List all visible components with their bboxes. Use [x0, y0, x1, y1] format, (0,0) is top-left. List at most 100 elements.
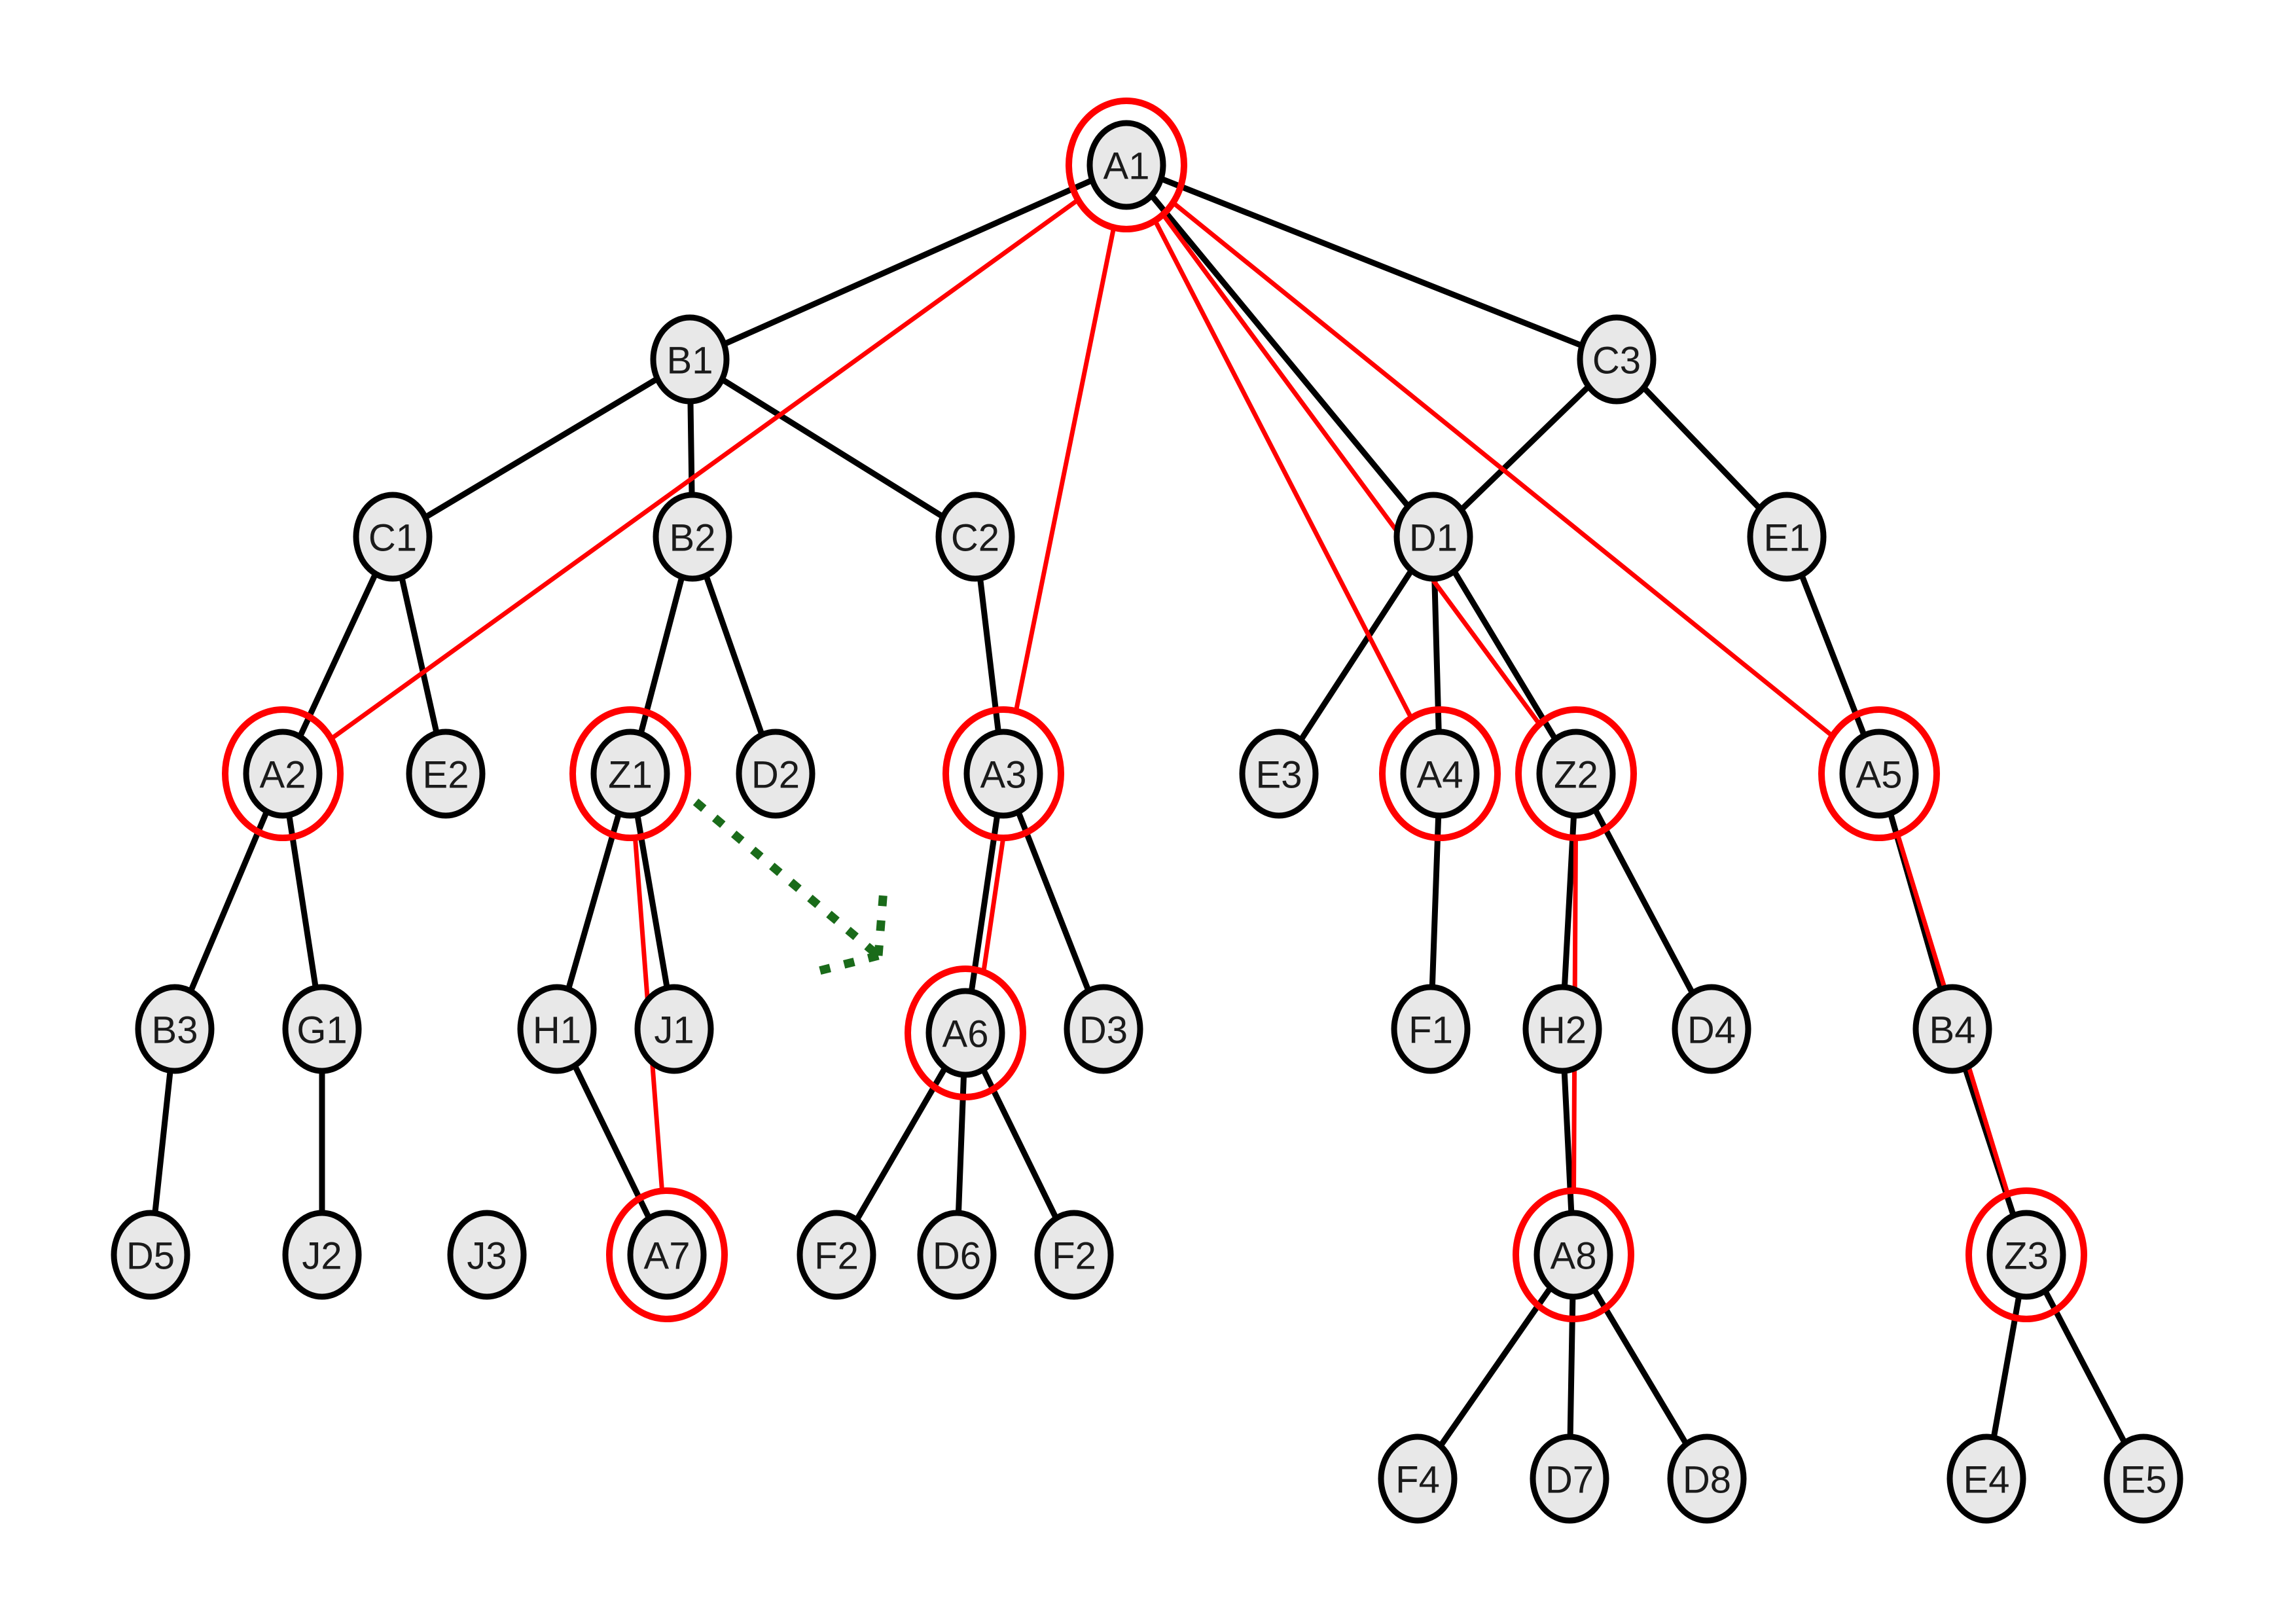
node-b2[interactable]: B2	[653, 492, 732, 582]
edge-c3-d1	[1458, 383, 1592, 513]
node-shape-a7[interactable]	[627, 1210, 707, 1300]
node-d3[interactable]: D3	[1064, 984, 1143, 1074]
node-z3[interactable]: Z3	[1986, 1210, 2066, 1300]
node-j1[interactable]: J1	[634, 984, 714, 1074]
node-a6[interactable]: A6	[925, 988, 1005, 1078]
edge-a1-b1	[721, 177, 1096, 348]
node-shape-b1[interactable]	[650, 314, 730, 405]
node-f4[interactable]: F4	[1378, 1434, 1458, 1524]
node-shape-c3[interactable]	[1577, 314, 1657, 405]
edge-a1-d1	[1148, 192, 1412, 509]
edge-a6-f2b	[980, 1066, 1060, 1221]
edge-z2-d4	[1592, 806, 1696, 996]
edge-c1-a2	[296, 571, 379, 740]
node-h1[interactable]: H1	[517, 984, 597, 1074]
node-f1[interactable]: F1	[1391, 984, 1471, 1074]
node-j2[interactable]: J2	[282, 1210, 362, 1300]
node-shape-b4[interactable]	[1912, 984, 1992, 1074]
node-a8[interactable]: A8	[1534, 1210, 1613, 1300]
node-f2b[interactable]: F2	[1034, 1210, 1114, 1300]
node-shape-d8[interactable]	[1667, 1434, 1747, 1524]
node-a4[interactable]: A4	[1400, 729, 1480, 819]
node-g1[interactable]: G1	[282, 984, 362, 1074]
node-a3[interactable]: A3	[963, 729, 1043, 819]
node-e3[interactable]: E3	[1239, 729, 1319, 819]
node-shape-a1[interactable]	[1086, 120, 1166, 210]
node-shape-b2[interactable]	[653, 492, 732, 582]
node-shape-z1[interactable]	[590, 729, 670, 819]
node-shape-j3[interactable]	[447, 1210, 527, 1300]
edge-a1-a4-highlight	[1153, 218, 1414, 721]
node-f2a[interactable]: F2	[797, 1210, 876, 1300]
node-a1[interactable]: A1	[1086, 120, 1166, 210]
node-shape-d1[interactable]	[1393, 492, 1473, 582]
node-shape-h2[interactable]	[1522, 984, 1602, 1074]
edge-b1-c2	[719, 376, 946, 520]
node-shape-d5[interactable]	[111, 1210, 190, 1300]
node-d6[interactable]: D6	[917, 1210, 997, 1300]
node-h2[interactable]: H2	[1522, 984, 1602, 1074]
node-a7[interactable]: A7	[627, 1210, 707, 1300]
node-shape-g1[interactable]	[282, 984, 362, 1074]
node-shape-e4[interactable]	[1946, 1434, 2026, 1524]
node-c2[interactable]: C2	[935, 492, 1015, 582]
node-a2[interactable]: A2	[243, 729, 323, 819]
node-shape-a4[interactable]	[1400, 729, 1480, 819]
node-c1[interactable]: C1	[353, 492, 433, 582]
node-e4[interactable]: E4	[1946, 1434, 2026, 1524]
node-e5[interactable]: E5	[2104, 1434, 2183, 1524]
node-e2[interactable]: E2	[406, 729, 486, 819]
edge-a1-c3	[1158, 175, 1585, 349]
node-d5[interactable]: D5	[111, 1210, 190, 1300]
node-e1[interactable]: E1	[1747, 492, 1827, 582]
node-shape-f1[interactable]	[1391, 984, 1471, 1074]
highlight-rings-layer	[222, 98, 2087, 1322]
edge-b2-z1	[637, 573, 685, 737]
node-b4[interactable]: B4	[1912, 984, 1992, 1074]
node-b1[interactable]: B1	[650, 314, 730, 405]
node-shape-a3[interactable]	[963, 729, 1043, 819]
node-c3[interactable]: C3	[1577, 314, 1657, 405]
highlight-ring-a8	[1513, 1187, 1634, 1322]
node-shape-b3[interactable]	[135, 984, 215, 1074]
edge-a1-a5-highlight	[1170, 200, 1835, 738]
node-shape-c1[interactable]	[353, 492, 433, 582]
node-shape-j1[interactable]	[634, 984, 714, 1074]
node-z1[interactable]: Z1	[590, 729, 670, 819]
node-d2[interactable]: D2	[736, 729, 816, 819]
node-d7[interactable]: D7	[1530, 1434, 1609, 1524]
node-shape-h1[interactable]	[517, 984, 597, 1074]
node-shape-f2b[interactable]	[1034, 1210, 1114, 1300]
node-z2[interactable]: Z2	[1536, 729, 1616, 819]
node-shape-d4[interactable]	[1672, 984, 1751, 1074]
node-j3[interactable]: J3	[447, 1210, 527, 1300]
edge-a8-d8	[1591, 1286, 1689, 1447]
node-shape-a5[interactable]	[1839, 729, 1919, 819]
node-shape-a8[interactable]	[1534, 1210, 1613, 1300]
node-shape-a2[interactable]	[243, 729, 323, 819]
node-shape-d6[interactable]	[917, 1210, 997, 1300]
node-shape-a6[interactable]	[925, 988, 1005, 1078]
node-d8[interactable]: D8	[1667, 1434, 1747, 1524]
node-d4[interactable]: D4	[1672, 984, 1751, 1074]
edge-b3-d5	[152, 1068, 173, 1216]
node-shape-z3[interactable]	[1986, 1210, 2066, 1300]
node-shape-d7[interactable]	[1530, 1434, 1609, 1524]
node-shape-f4[interactable]	[1378, 1434, 1458, 1524]
node-shape-e1[interactable]	[1747, 492, 1827, 582]
dotted-arrow-head-1	[817, 951, 880, 975]
node-shape-j2[interactable]	[282, 1210, 362, 1300]
node-d1[interactable]: D1	[1393, 492, 1473, 582]
node-shape-c2[interactable]	[935, 492, 1015, 582]
node-shape-e2[interactable]	[406, 729, 486, 819]
node-shape-d2[interactable]	[736, 729, 816, 819]
node-shape-f2a[interactable]	[797, 1210, 876, 1300]
node-shape-e5[interactable]	[2104, 1434, 2183, 1524]
node-shape-e3[interactable]	[1239, 729, 1319, 819]
node-a5[interactable]: A5	[1839, 729, 1919, 819]
node-shape-d3[interactable]	[1064, 984, 1143, 1074]
node-shape-z2[interactable]	[1536, 729, 1616, 819]
node-b3[interactable]: B3	[135, 984, 215, 1074]
